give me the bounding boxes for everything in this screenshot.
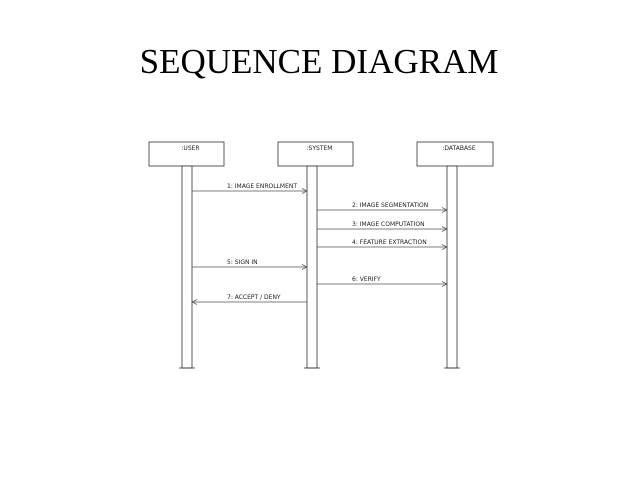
message-2: 2: IMAGE SEGMENTATION [317,202,448,213]
arrowhead-icon [441,244,448,250]
activation-bar [306,165,318,369]
arrowhead-icon [441,281,448,287]
message-label: 3: IMAGE COMPUTATION [352,221,425,228]
activation-bar [446,165,458,369]
message-4: 4: FEATURE EXTRACTION [317,239,448,250]
message-label: 7: ACCEPT / DENY [227,294,281,301]
message-label: 6: VERIFY [352,276,381,283]
participant-label: :SYSTEM [307,145,333,152]
participant-system: :SYSTEM [277,141,354,369]
participant-database: :DATABASE [416,141,494,369]
arrowhead-icon [301,188,308,194]
message-label: 1: IMAGE ENROLLMENT [227,183,297,190]
message-label: 2: IMAGE SEGMENTATION [352,202,428,209]
participant-label: :USER [181,145,199,152]
activation-bar [181,165,193,369]
message-6: 6: VERIFY [317,276,448,287]
page-title: SEQUENCE DIAGRAM [139,42,499,81]
participant-label: :DATABASE [442,145,476,152]
message-5: 5: SIGN IN [192,259,308,270]
message-label: 5: SIGN IN [227,259,258,266]
participant-box [416,141,494,167]
participants: :USER :SYSTEM :DATABASE [148,141,494,369]
arrowhead-icon [441,226,448,232]
messages: 1: IMAGE ENROLLMENT 2: IMAGE SEGMENTATION… [191,183,448,305]
message-label: 4: FEATURE EXTRACTION [352,239,427,246]
participant-box [148,141,225,167]
arrowhead-icon [301,264,308,270]
participant-user: :USER [148,141,225,369]
message-7: 7: ACCEPT / DENY [191,294,307,305]
arrowhead-icon [191,299,198,305]
message-3: 3: IMAGE COMPUTATION [317,221,448,232]
message-1: 1: IMAGE ENROLLMENT [192,183,308,194]
arrowhead-icon [441,207,448,213]
